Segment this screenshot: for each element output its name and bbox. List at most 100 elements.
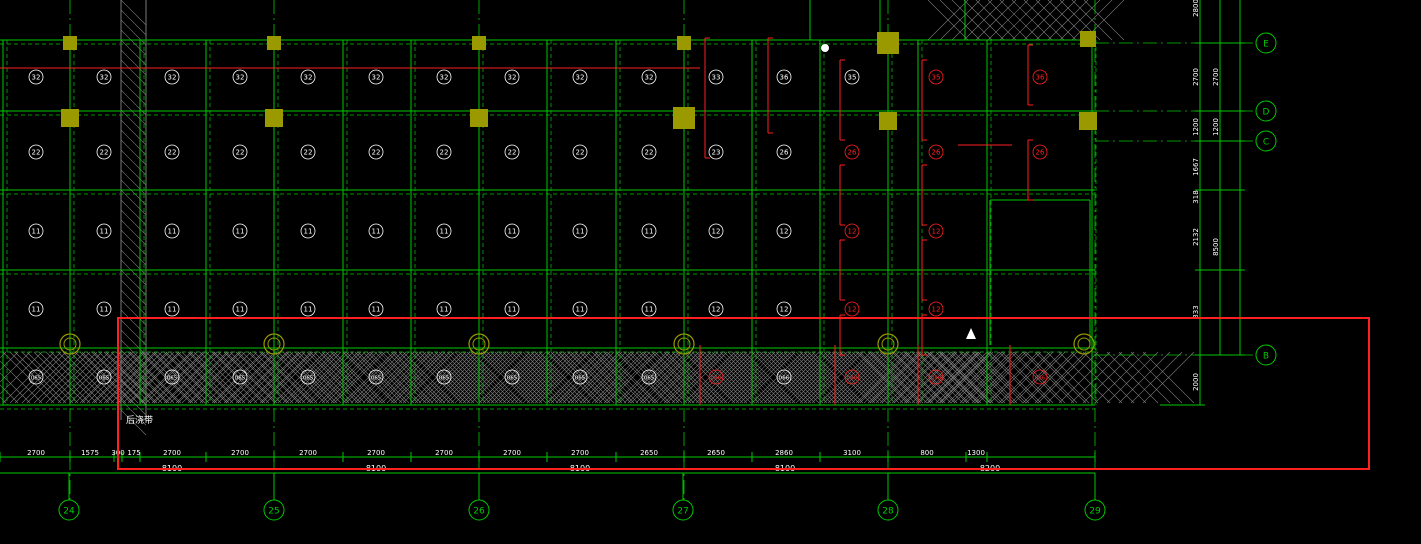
hatch-line xyxy=(695,351,748,404)
hatch-line xyxy=(779,351,832,404)
hatch-line xyxy=(478,351,531,404)
hatch-line xyxy=(1022,351,1075,404)
hatch-line xyxy=(410,351,463,404)
hatch-line xyxy=(1034,351,1087,404)
hatch-line xyxy=(378,351,431,404)
hatch-line xyxy=(498,351,551,404)
hatch-line xyxy=(294,351,347,404)
pile-tag-circle xyxy=(164,69,180,85)
selection-rectangle[interactable] xyxy=(117,317,1370,470)
hatch-line xyxy=(905,351,958,404)
pile-tag-circle xyxy=(1032,69,1048,85)
pile-tag-label: 066 xyxy=(711,376,722,382)
hatch-line xyxy=(345,351,398,404)
pile-tag-circle xyxy=(572,144,588,160)
pile-tag-circle xyxy=(96,369,112,385)
hatch-line xyxy=(213,351,266,404)
hatch-line xyxy=(911,351,964,404)
hatch-line xyxy=(50,351,103,404)
hatch-line xyxy=(687,351,740,404)
hatch-line xyxy=(594,351,647,404)
pile-tag-label: 065 xyxy=(371,376,382,382)
axis-bubble-label: 27 xyxy=(677,507,688,517)
hatch-line xyxy=(534,351,587,404)
hatch-line xyxy=(398,351,451,404)
hatch-line xyxy=(374,351,427,404)
hatch-line xyxy=(2,351,55,404)
vertical-dimension-label: 1200 xyxy=(1192,118,1200,136)
column-circle xyxy=(1077,337,1091,351)
hatch-line xyxy=(787,351,840,404)
hatch-line xyxy=(120,19,147,46)
column-block xyxy=(1079,112,1097,130)
column-block xyxy=(677,36,691,50)
pile-tag-label: 065 xyxy=(439,376,450,382)
hatch-line xyxy=(0,351,19,371)
dimension-label: 3100 xyxy=(843,449,861,457)
pile-tag-label: 26 xyxy=(780,149,789,157)
hatch-line xyxy=(939,0,981,41)
vertical-dimension-label: 333 xyxy=(1192,305,1200,318)
axis-bubble xyxy=(1255,344,1277,366)
hatch-line xyxy=(819,351,872,404)
pile-tag-label: 26 xyxy=(848,149,857,157)
hatch-line xyxy=(711,351,764,404)
hatch-line xyxy=(659,351,712,404)
vertical-dimension-label: 2800 xyxy=(1192,0,1200,17)
pile-tag-circle xyxy=(28,144,44,160)
column-block xyxy=(472,36,486,50)
hatch-line xyxy=(38,351,91,404)
hatch-line xyxy=(273,351,326,404)
hatch-line xyxy=(235,351,288,404)
hatch-line xyxy=(120,59,147,86)
pile-tag-label: 12 xyxy=(712,306,721,314)
hatch-line xyxy=(591,351,644,404)
hatch-line xyxy=(120,109,147,136)
pile-tag-circle xyxy=(300,144,316,160)
dimension-label: 2650 xyxy=(707,449,725,457)
hatch-line xyxy=(357,351,410,404)
pile-tag-label: 32 xyxy=(304,74,313,82)
hatch-line xyxy=(199,351,252,404)
pile-tag-circle xyxy=(164,301,180,317)
pile-tag-label: 22 xyxy=(100,149,109,157)
vertical-dimension-label: 2700 xyxy=(1212,68,1220,86)
dimension-label: 2700 xyxy=(367,449,385,457)
hatch-line xyxy=(120,399,147,426)
column-block xyxy=(877,32,899,54)
hatch-line xyxy=(306,351,359,404)
hatch-line xyxy=(522,351,575,404)
pile-tag-circle xyxy=(232,301,248,317)
dimension-label: 2700 xyxy=(435,449,453,457)
vertical-dimension-label: 318 xyxy=(1192,190,1200,203)
pile-tag-circle xyxy=(300,301,316,317)
pile-tag-label: 11 xyxy=(100,228,109,236)
pile-tag-circle xyxy=(928,369,944,385)
pile-tag-label: 11 xyxy=(32,228,41,236)
hatch-line xyxy=(229,351,282,404)
pile-tag-circle xyxy=(436,369,452,385)
pile-tag-circle xyxy=(232,369,248,385)
hatch-line xyxy=(120,359,147,386)
vertical-dimension-label: 2000 xyxy=(1192,373,1200,391)
pile-tag-circle xyxy=(928,144,944,160)
pile-tag-label: 26 xyxy=(932,149,941,157)
pile-tag-circle xyxy=(436,144,452,160)
pile-tag-label: 32 xyxy=(576,74,585,82)
axis-bubble xyxy=(1255,32,1277,54)
point-marker-icon xyxy=(821,44,829,52)
pile-tag-circle xyxy=(572,223,588,239)
hatch-line xyxy=(630,351,683,404)
pile-tag-circle xyxy=(844,223,860,239)
hatch-line xyxy=(369,351,422,404)
pile-tag-circle xyxy=(436,69,452,85)
hatch-line xyxy=(120,179,147,206)
pile-tag-label: 26 xyxy=(1036,149,1045,157)
hatch-line xyxy=(562,351,615,404)
pile-tag-circle xyxy=(572,301,588,317)
pile-tag-label: 12 xyxy=(932,306,941,314)
pile-tag-circle xyxy=(641,369,657,385)
pile-tag-label: 22 xyxy=(440,149,449,157)
